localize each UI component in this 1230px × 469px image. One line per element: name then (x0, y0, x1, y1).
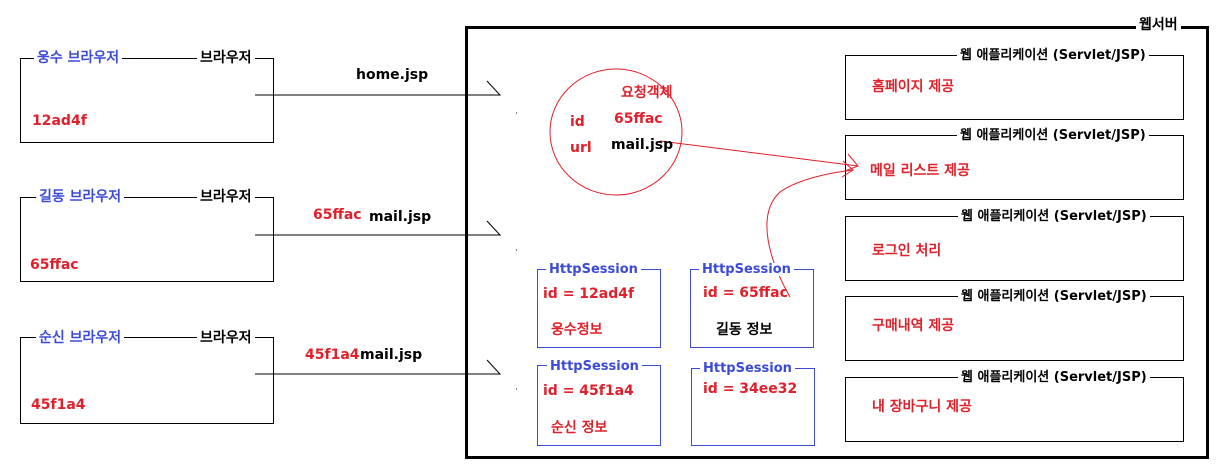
request-id: 45f1a4 (305, 347, 360, 363)
browser-type-label: 브라우저 (197, 190, 255, 204)
web-app-service: 홈페이지 제공 (872, 79, 955, 95)
browser-session-id: 45f1a4 (31, 397, 86, 413)
session-link-arrow-head (841, 160, 854, 178)
web-app-box (845, 377, 1184, 442)
browser-title: 웅수 브라우저 (34, 51, 123, 65)
request-arrow-home (255, 80, 502, 96)
session-title: HttpSession (547, 360, 642, 373)
session-box (691, 368, 815, 446)
web-app-box (845, 55, 1184, 120)
browser-title: 길동 브라우저 (36, 190, 125, 204)
request-arrow-gildong (255, 220, 502, 236)
web-app-title: 웹 애플리케이션 (Servlet/JSP) (958, 210, 1150, 223)
request-page: home.jsp (356, 67, 429, 83)
dispatch-arrow-line (659, 140, 859, 167)
browser-type-label: 브라우저 (197, 331, 255, 345)
browser-type-label: 브라우저 (197, 51, 255, 65)
session-box (537, 269, 661, 348)
session-id: id = 34ee32 (703, 381, 798, 397)
browser-session-id: 65ffac (30, 257, 79, 273)
request-arrow-sunsin (255, 359, 502, 375)
request-page: mail.jsp (369, 209, 432, 225)
web-app-title: 웹 애플리케이션 (Servlet/JSP) (957, 129, 1149, 142)
web-app-service: 구매내역 제공 (872, 318, 955, 334)
web-app-title: 웹 애플리케이션 (Servlet/JSP) (957, 49, 1149, 62)
session-id: id = 45f1a4 (543, 383, 634, 399)
session-info: 순신 정보 (551, 420, 608, 436)
web-app-service: 메일 리스트 제공 (870, 163, 970, 179)
request-page: mail.jsp (360, 347, 423, 363)
web-app-box (845, 135, 1184, 200)
session-id: id = 12ad4f (543, 286, 635, 302)
session-title: HttpSession (700, 362, 795, 375)
session-id: id = 65ffac (703, 285, 788, 301)
request-id-value: 65ffac (614, 111, 663, 127)
session-link-curve (766, 169, 854, 298)
request-object-title: 요청객체 (621, 85, 673, 101)
dispatch-arrow-head (844, 153, 859, 172)
web-app-service: 내 장바구니 제공 (872, 399, 972, 415)
web-app-box (845, 216, 1184, 281)
web-server-frame (465, 26, 1209, 459)
browser-box-gildong (20, 197, 274, 282)
browser-box-ungsu (20, 58, 274, 143)
web-server-label: 웹서버 (1136, 18, 1181, 32)
request-id: 65ffac (313, 207, 362, 223)
request-id-key: id (570, 114, 585, 130)
browser-session-id: 12ad4f (32, 113, 87, 129)
web-app-title: 웹 애플리케이션 (Servlet/JSP) (958, 290, 1150, 303)
browser-box-sunsin (20, 337, 274, 424)
session-info: 웅수정보 (551, 322, 603, 338)
browser-title: 순신 브라우저 (36, 331, 125, 345)
web-app-title: 웹 애플리케이션 (Servlet/JSP) (958, 371, 1150, 384)
web-app-box (845, 296, 1184, 361)
web-app-service: 로그인 처리 (872, 243, 942, 259)
session-title: HttpSession (546, 263, 641, 276)
request-url-value: mail.jsp (611, 137, 674, 153)
session-box (537, 365, 661, 446)
session-title: HttpSession (699, 263, 794, 276)
request-url-key: url (570, 140, 592, 156)
request-object-circle (549, 68, 683, 196)
session-info: 길동 정보 (716, 322, 773, 338)
